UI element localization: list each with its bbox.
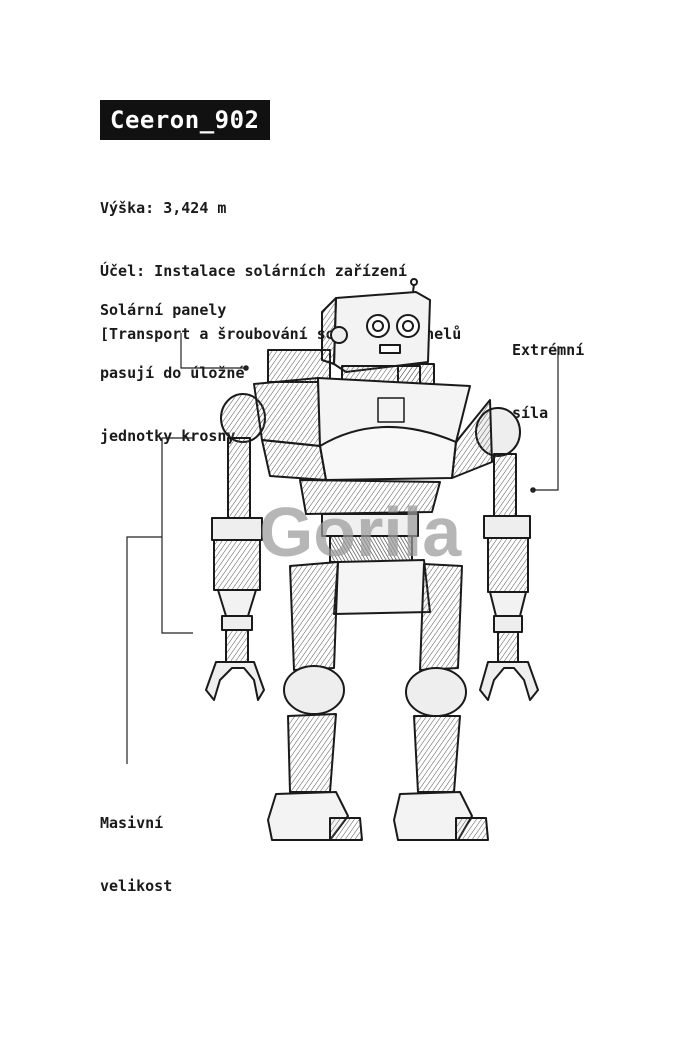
callout-force-line-1: Extrémní [512,341,585,359]
callout-massive-size: Masivní velikost [100,771,172,918]
callout-force-line-2: síla [512,404,549,422]
callout-size-line-1: Masivní [100,814,164,832]
leader-panels [180,333,244,369]
robot-name-title: Ceeron_902 [100,100,270,140]
callout-size-line-2: velikost [100,877,173,895]
leader-lines [126,333,559,764]
leader-size-bracket [161,437,193,634]
spec-purpose: Účel: Instalace solárních zařízení [100,262,408,280]
callout-panels-line-1: Solární panely [100,301,227,319]
callout-panels-line-3: jednotky krosny [100,427,236,445]
leader-size [126,536,162,764]
callout-extreme-force: Extrémní síla [512,298,584,445]
leader-force [534,346,559,491]
spec-height: Výška: 3,424 m [100,199,227,217]
